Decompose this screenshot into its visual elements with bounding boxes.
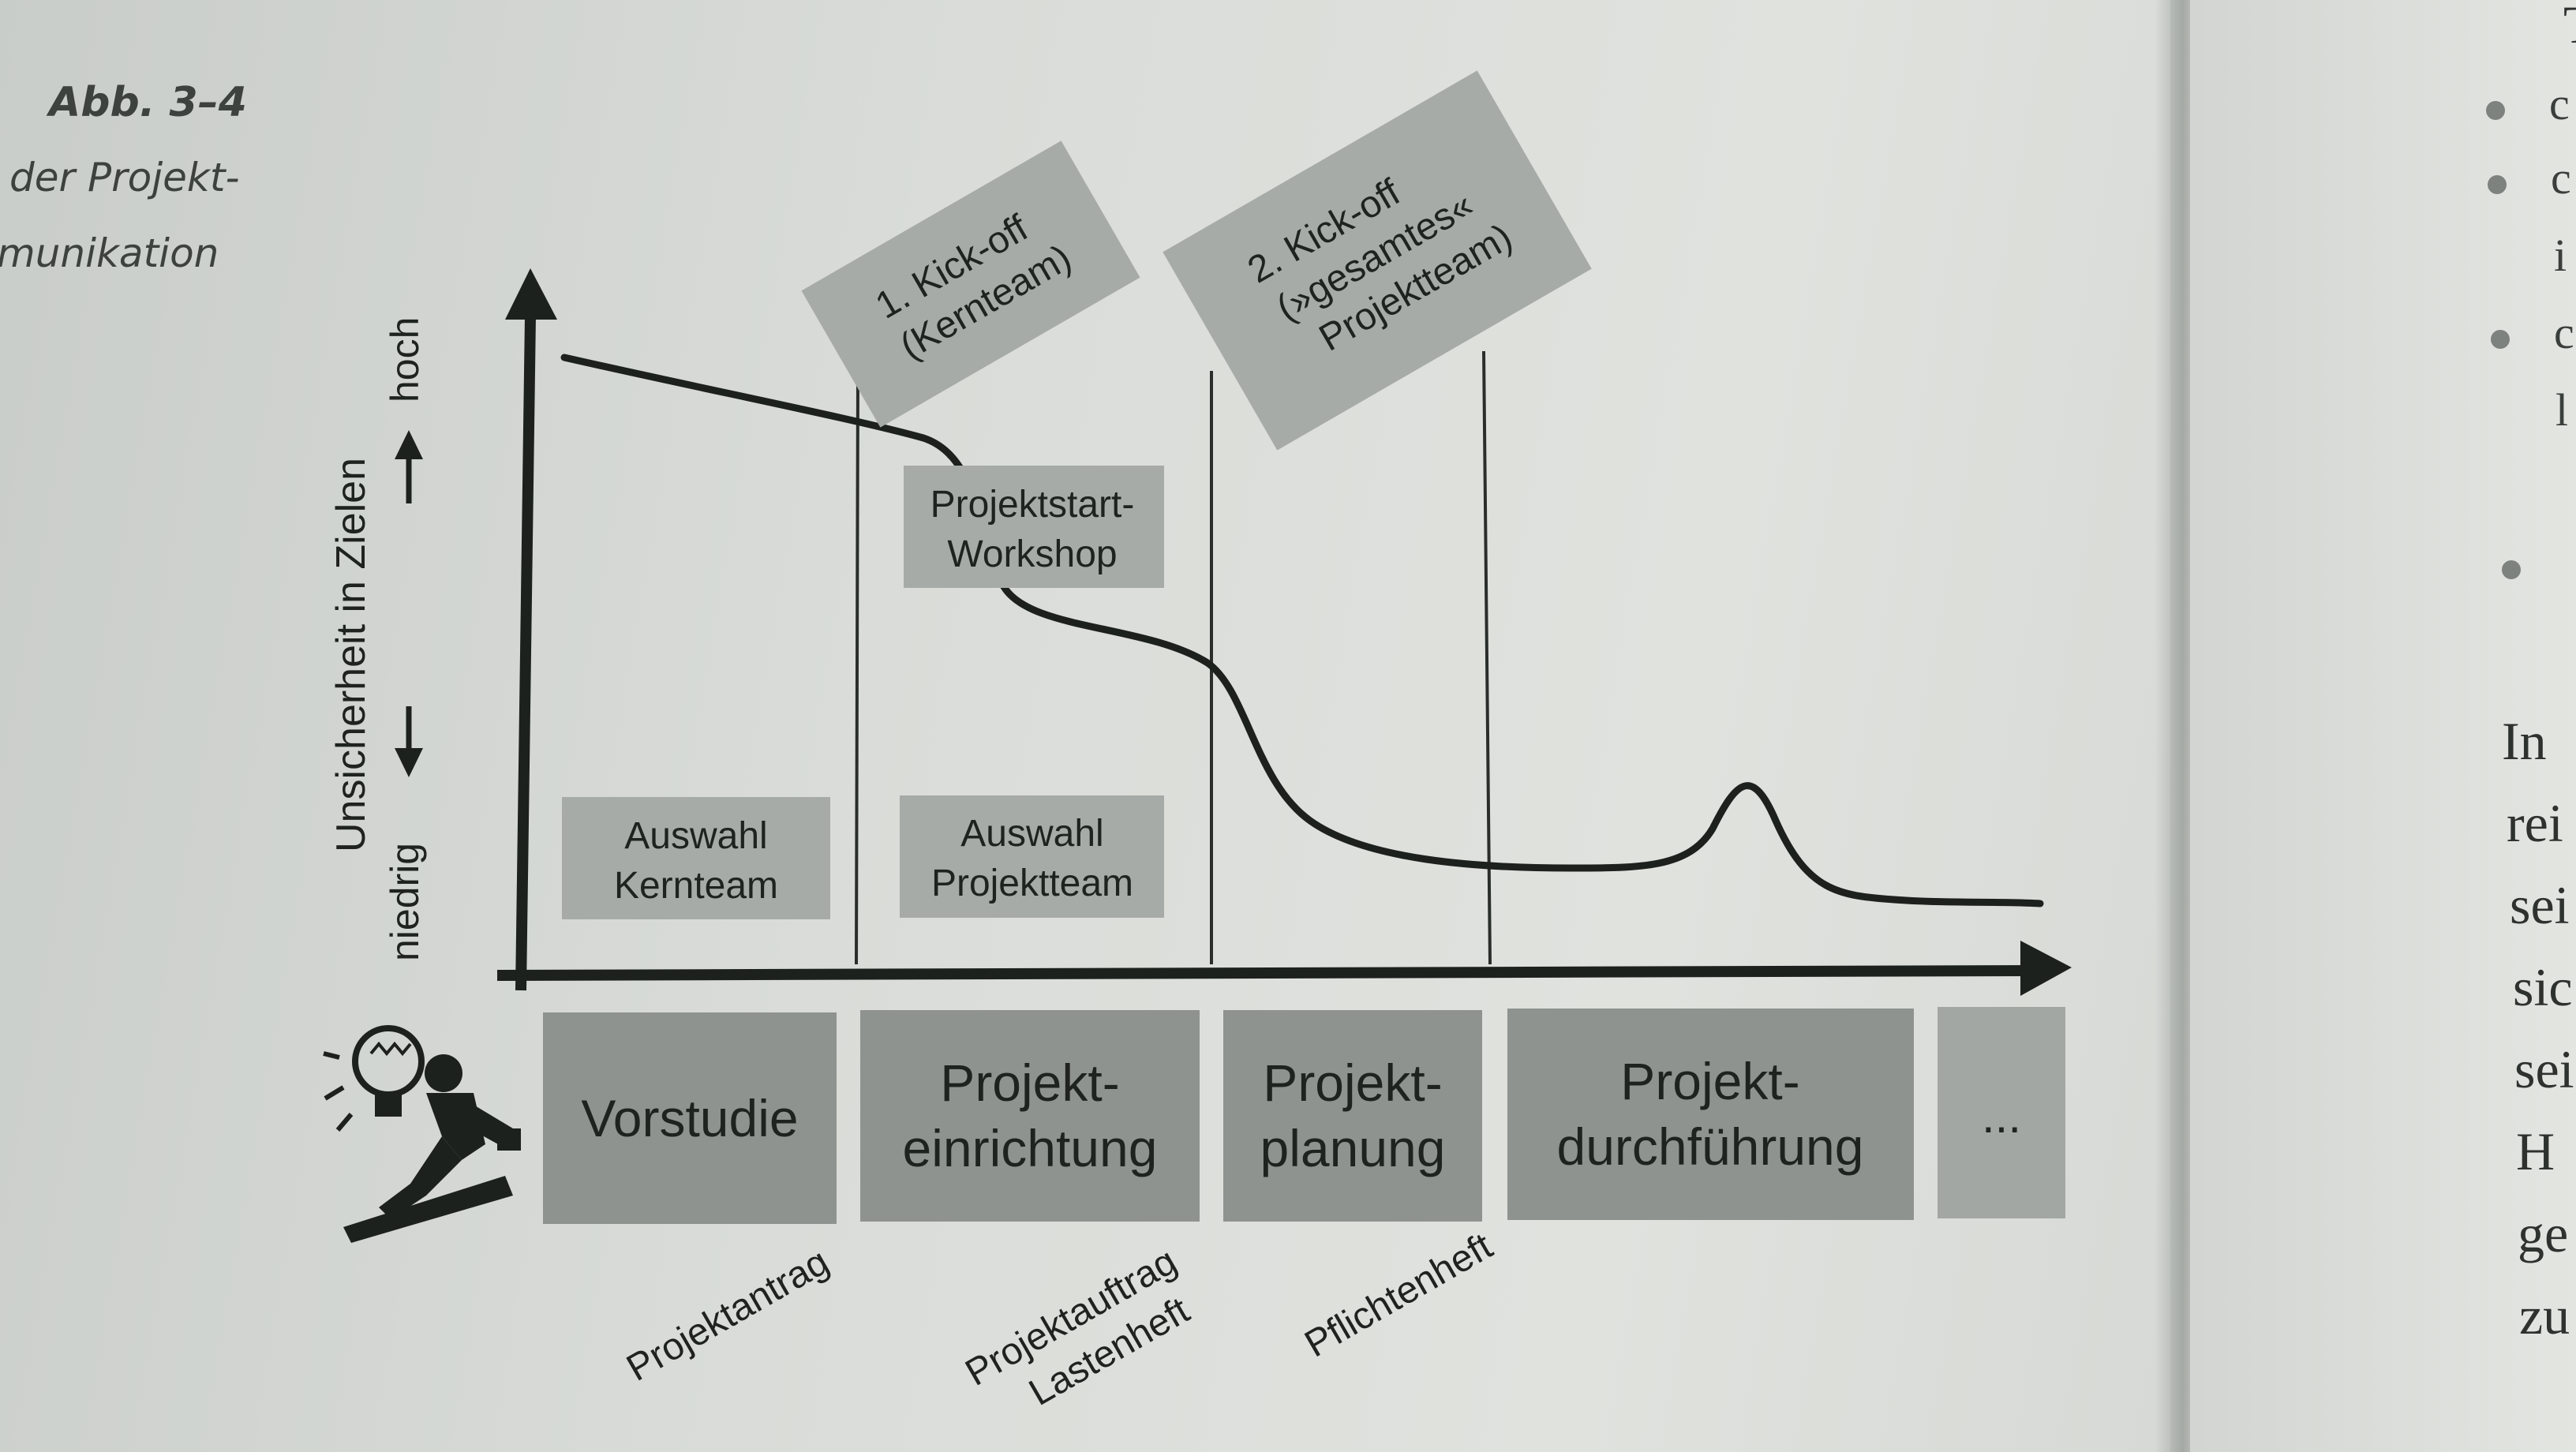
arrow-up-icon bbox=[395, 430, 423, 459]
y-axis-arrow bbox=[505, 268, 557, 320]
right-page-letter-2: c bbox=[2549, 78, 2570, 129]
right-page-letter-5: c bbox=[2554, 307, 2574, 358]
workshop-box: Projektstart- Workshop bbox=[904, 466, 1164, 588]
bullet-4 bbox=[2502, 560, 2521, 579]
workshop-line-2: Workshop bbox=[947, 533, 1117, 575]
milestone-line-3 bbox=[1482, 350, 1492, 965]
right-page-letter-6: l bbox=[2555, 384, 2569, 436]
phase-more-label: ... bbox=[1982, 1090, 2021, 1143]
right-body-word-4: sic bbox=[2513, 957, 2573, 1017]
right-body-word-5: sei bbox=[2514, 1039, 2574, 1099]
right-page-letter-3: c bbox=[2551, 152, 2571, 204]
phase-planung-line-1: Projekt- bbox=[1263, 1053, 1442, 1112]
auswahl-projektteam-line-2: Projektteam bbox=[931, 863, 1133, 904]
kickoff-1-box: 1. Kick-off (Kernteam) bbox=[801, 140, 1140, 428]
phase-box-planung bbox=[1223, 1010, 1482, 1222]
auswahl-kernteam-line-2: Kernteam bbox=[614, 865, 778, 907]
bullet-1 bbox=[2486, 101, 2505, 120]
kickoff-2-box: 2. Kick-off (»gesamtes« Projektteam) bbox=[1163, 70, 1592, 451]
doc-pflichtenheft: Pflichtenheft bbox=[1298, 1226, 1500, 1366]
phase-einrichtung-line-2: einrichtung bbox=[903, 1119, 1158, 1177]
workshop-line-1: Projektstart- bbox=[930, 484, 1135, 526]
auswahl-projektteam-line-1: Auswahl bbox=[960, 813, 1103, 855]
phase-durchfuehrung-line-2: durchführung bbox=[1557, 1117, 1864, 1176]
right-body-word-1: In bbox=[2502, 711, 2547, 771]
arrow-down-icon bbox=[395, 748, 423, 777]
phase-box-vorstudie bbox=[543, 1012, 837, 1224]
y-direction-arrows bbox=[395, 430, 423, 777]
phase-box-more bbox=[1938, 1007, 2065, 1218]
x-axis-line bbox=[496, 965, 2037, 981]
x-axis-arrow bbox=[2020, 941, 2072, 996]
right-body-word-7: ge bbox=[2518, 1203, 2569, 1263]
phase-einrichtung-line-1: Projekt- bbox=[940, 1053, 1119, 1112]
phase-planung-line-2: planung bbox=[1260, 1119, 1446, 1177]
right-body-word-8: zu bbox=[2519, 1285, 2570, 1345]
bullet-3 bbox=[2491, 330, 2510, 349]
person-lightbulb-icon bbox=[323, 1025, 521, 1243]
y-axis-line bbox=[515, 315, 536, 991]
doc-projektauftrag-group: Projektauftrag Lastenheft bbox=[959, 1241, 1196, 1414]
doc-pflichtenheft-group: Pflichtenheft bbox=[1298, 1226, 1500, 1366]
figure-caption-line-1: der Projekt- bbox=[9, 155, 240, 200]
phase-vorstudie-label: Vorstudie bbox=[581, 1089, 798, 1147]
doc-projektantrag-group: Projektantrag bbox=[620, 1241, 836, 1390]
phase-box-einrichtung bbox=[860, 1010, 1200, 1222]
auswahl-kernteam-line-1: Auswahl bbox=[624, 815, 767, 857]
y-high-label-group: hoch bbox=[383, 317, 427, 402]
y-axis-low-label: niedrig bbox=[383, 843, 427, 961]
right-body-word-6: H bbox=[2516, 1121, 2555, 1181]
right-page-letter-4: i bbox=[2554, 230, 2567, 281]
figure-caption-line-2: munikation bbox=[0, 230, 219, 276]
auswahl-projektteam-box: Auswahl Projektteam bbox=[900, 795, 1164, 918]
uncertainty-curve bbox=[560, 354, 2044, 908]
figure-number: Abb. 3–4 bbox=[49, 79, 247, 126]
axes bbox=[496, 268, 2072, 996]
right-body-word-2: rei bbox=[2507, 793, 2563, 853]
phase-durchfuehrung-line-1: Projekt- bbox=[1620, 1052, 1799, 1110]
milestone-line-1 bbox=[855, 374, 859, 965]
right-body-word-3: sei bbox=[2510, 875, 2570, 935]
bullet-2 bbox=[2488, 175, 2507, 194]
y-axis-label: Unsicherheit in Zielen bbox=[328, 458, 374, 852]
y-low-label-group: niedrig bbox=[383, 843, 427, 961]
phase-box-durchfuehrung bbox=[1507, 1009, 1914, 1220]
y-axis-label-group: Unsicherheit in Zielen bbox=[328, 458, 374, 852]
doc-projektantrag: Projektantrag bbox=[620, 1241, 836, 1390]
right-page bbox=[2190, 0, 2576, 1452]
phase-boxes: Vorstudie Projekt- einrichtung Projekt- … bbox=[543, 1007, 2065, 1224]
right-page-letter-1: T bbox=[2563, 0, 2576, 56]
y-axis-high-label: hoch bbox=[383, 317, 427, 402]
auswahl-kernteam-box: Auswahl Kernteam bbox=[562, 797, 830, 919]
